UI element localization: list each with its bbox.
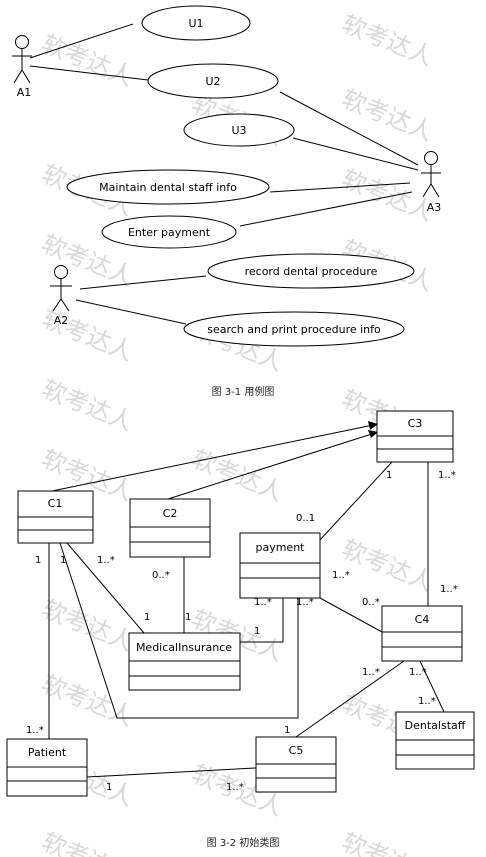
assoc-maintain-a3 (269, 182, 411, 193)
actor-a2-label: A2 (54, 314, 69, 327)
class-c2: C2 (129, 498, 211, 558)
use-case-enter-payment-label: Enter payment (128, 226, 211, 239)
class-patient: Patient (6, 738, 88, 797)
assoc-c1-c5 (59, 542, 299, 719)
use-case-u3-label: U3 (231, 124, 246, 137)
use-case-record-dental-procedure: record dental procedure (207, 253, 415, 289)
class-medical-insurance-name: MedicalInsurance (136, 641, 232, 654)
use-case-u1: U1 (141, 5, 251, 41)
multiplicity-label: 1..* (296, 597, 314, 608)
multiplicity-label: 1..* (438, 470, 456, 481)
watermark: 软考达人 (338, 10, 437, 72)
watermark: 软考达人 (38, 670, 137, 732)
class-c2-name: C2 (163, 507, 178, 520)
assoc-a1-u2 (29, 65, 149, 81)
multiplicity-label: 0..* (152, 570, 170, 581)
assoc-c4-dentalstaff (419, 660, 445, 713)
assoc-payment-c4 (319, 597, 383, 633)
multiplicity-label: 1..* (226, 782, 244, 793)
actor-a3-label: A3 (427, 201, 442, 214)
multiplicity-label: 1 (284, 725, 290, 736)
class-c3-name: C3 (408, 417, 423, 430)
use-case-u2-label: U2 (205, 75, 220, 88)
watermark: 软考达人 (338, 165, 437, 227)
assoc-a1-u1 (29, 23, 134, 59)
use-case-search-label: search and print procedure info (207, 323, 381, 336)
watermark: 软考达人 (338, 85, 437, 147)
use-case-maintain-label: Maintain dental staff info (99, 181, 237, 194)
multiplicity-label: 1..* (254, 597, 272, 608)
class-dentalstaff: Dentalstaff (395, 711, 475, 770)
multiplicity-labels: 1 1..* 0..1 1 1 1..* 0..* 1 1 1 1..* 1..… (26, 470, 458, 793)
multiplicity-label: 1..* (418, 696, 436, 707)
watermark: 软考达人 (38, 595, 137, 657)
class-diagram-caption: 图 3-2 初始类图 (207, 836, 280, 849)
assoc-u2-a3 (279, 91, 419, 166)
class-c1: C1 (17, 490, 94, 544)
arrowhead-c1-c3 (368, 421, 378, 430)
multiplicity-label: 1..* (332, 570, 350, 581)
watermark: 软考达人 (338, 828, 437, 857)
multiplicity-label: 0..1 (296, 513, 315, 524)
class-c4-name: C4 (415, 613, 430, 626)
multiplicity-label: 1 (35, 555, 41, 566)
class-c1-name: C1 (48, 497, 63, 510)
assoc-u3-a3 (292, 137, 419, 171)
multiplicity-label: 1 (106, 782, 112, 793)
assoc-a2-search (75, 299, 187, 325)
use-case-maintain-dental-staff-info: Maintain dental staff info (66, 169, 270, 205)
class-patient-name: Patient (28, 746, 67, 759)
use-case-u2: U2 (147, 63, 279, 99)
use-case-record-label: record dental procedure (245, 265, 378, 278)
class-associations (48, 421, 445, 778)
multiplicity-label: 1..* (362, 667, 380, 678)
use-case-u3: U3 (183, 113, 295, 147)
assoc-c1-medicalinsurance (66, 542, 145, 634)
use-case-search-and-print: search and print procedure info (183, 311, 405, 347)
arrowhead-c2-c3 (368, 430, 378, 438)
class-dentalstaff-name: Dentalstaff (405, 719, 466, 732)
actor-a1-label: A1 (17, 86, 32, 99)
multiplicity-label: 1 (254, 626, 260, 637)
multiplicity-label: 0..* (362, 597, 380, 608)
use-case-associations (29, 23, 419, 325)
class-c4: C4 (381, 605, 463, 662)
watermark: 软考达人 (188, 445, 287, 507)
class-payment-name: payment (255, 541, 305, 554)
multiplicity-label: 1 (386, 470, 392, 481)
assoc-payment-medicalinsurance (240, 598, 284, 643)
class-c5-name: C5 (289, 744, 304, 757)
actor-a1: A1 (12, 35, 32, 99)
multiplicity-label: 1..* (97, 555, 115, 566)
multiplicity-label: 1..* (440, 584, 458, 595)
multiplicity-label: 1..* (409, 667, 427, 678)
multiplicity-label: 1 (144, 612, 150, 623)
watermark: 软考达人 (338, 535, 437, 597)
assoc-c4-c5 (295, 660, 405, 738)
multiplicity-label: 1 (185, 612, 191, 623)
watermark: 软考达人 (38, 375, 137, 437)
assoc-c2-c3 (167, 431, 379, 500)
use-case-enter-payment: Enter payment (101, 215, 237, 249)
class-payment: payment (239, 532, 321, 599)
use-case-diagram-caption: 图 3-1 用例图 (212, 385, 275, 398)
assoc-payment-c3 (318, 461, 393, 542)
class-diagram: C3 C1 C2 payment MedicalInsurance (6, 410, 475, 849)
watermark: 软考达人 (38, 828, 137, 857)
class-medical-insurance: MedicalInsurance (128, 632, 241, 691)
class-c5: C5 (255, 736, 337, 793)
assoc-payment-a3 (239, 191, 413, 227)
multiplicity-label: 1 (60, 555, 66, 566)
multiplicity-label: 1..* (26, 725, 44, 736)
actor-a2: A2 (50, 265, 72, 327)
use-case-diagram: A1 A3 A2 U1 U2 (12, 5, 442, 398)
assoc-patient-c5 (86, 767, 257, 778)
class-c3: C3 (376, 410, 454, 463)
use-case-u1-label: U1 (188, 17, 203, 30)
actor-a3: A3 (421, 151, 442, 214)
assoc-a2-record (79, 275, 207, 290)
watermark: 软考达人 (38, 305, 137, 367)
assoc-c1-c3 (51, 423, 379, 492)
